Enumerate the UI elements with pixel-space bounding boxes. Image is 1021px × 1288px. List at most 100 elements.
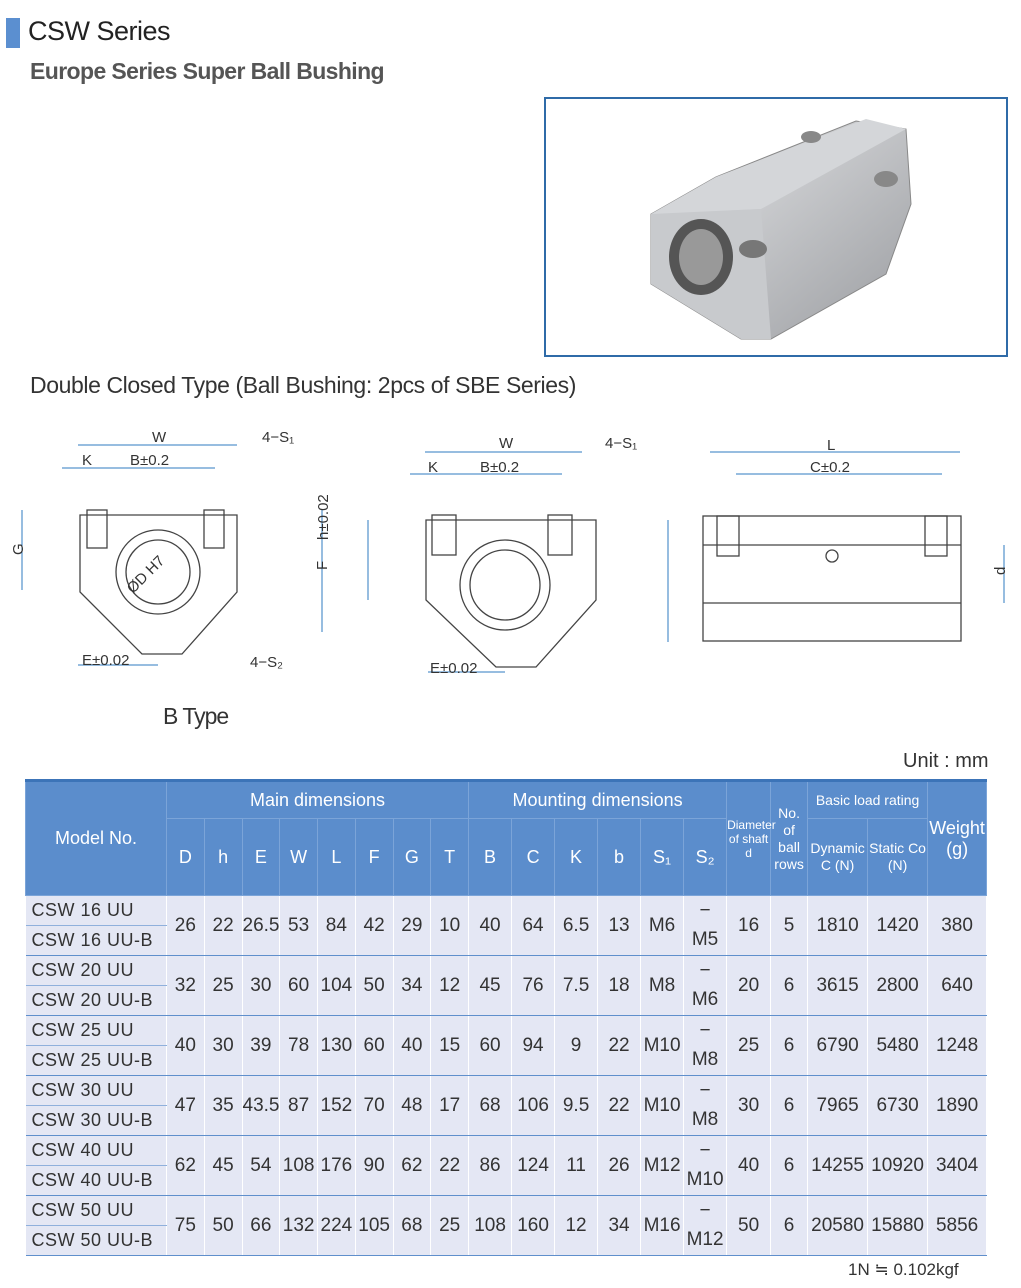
value-cell: 130 [317,1015,356,1076]
s2-cell: − [683,1135,728,1166]
shaft-diameter-cell: 50 [726,1195,772,1256]
model-cell: CSW 25 UU [25,1015,167,1046]
value-cell: 87 [279,1075,318,1136]
header-ball-rows: No. of ball rows [770,780,809,896]
value-cell: 43.5 [241,1075,281,1136]
value-cell: 94 [511,1015,556,1076]
ball-rows-cell: 6 [770,1195,809,1256]
shaft-diameter-cell: 30 [726,1075,772,1136]
value-cell: 132 [279,1195,318,1256]
header-col: L [317,818,356,896]
header-col: E [241,818,281,896]
value-cell: 62 [392,1135,432,1196]
model-cell: CSW 30 UU-B [25,1105,167,1136]
value-cell: 17 [430,1075,470,1136]
label-e-2: E±0.02 [430,660,477,677]
value-cell: 53 [279,895,318,956]
static-load-cell: 6730 [867,1075,929,1136]
value-cell: 70 [354,1075,394,1136]
label-b-tol-2: B±0.2 [480,459,519,476]
value-cell: 62 [166,1135,205,1196]
value-cell: 9.5 [554,1075,599,1136]
value-cell: M10 [640,1015,685,1076]
value-cell: M10 [640,1075,685,1136]
model-cell: CSW 50 UU-B [25,1225,167,1256]
value-cell: 30 [203,1015,243,1076]
value-cell: 26 [597,1135,642,1196]
value-cell: 25 [203,955,243,1016]
s2-cell: − [683,895,728,926]
static-load-cell: 10920 [867,1135,929,1196]
value-cell: 25 [430,1195,470,1256]
model-cell: CSW 30 UU [25,1075,167,1106]
type-heading: Double Closed Type (Ball Bushing: 2pcs o… [30,372,577,398]
s2-cell: M8 [683,1105,728,1136]
label-d: d [992,567,1009,575]
label-w: W [152,429,167,446]
dynamic-load-cell: 3615 [807,955,869,1016]
value-cell: 22 [597,1015,642,1076]
label-c: C±0.2 [810,459,850,476]
static-load-cell: 15880 [867,1195,929,1256]
s2-cell: − [683,955,728,986]
product-photo [544,97,1008,357]
value-cell: 50 [354,955,394,1016]
value-cell: 224 [317,1195,356,1256]
value-cell: 22 [203,895,243,956]
value-cell: 10 [430,895,470,956]
model-cell: CSW 16 UU-B [25,925,167,956]
table-row: CSW 40 UU-B M10 [25,1165,987,1196]
value-cell: 105 [354,1195,394,1256]
value-cell: 26.5 [241,895,281,956]
label-s2: 4−S₂ [250,654,283,671]
dynamic-load-cell: 1810 [807,895,869,956]
value-cell: 104 [317,955,356,1016]
value-cell: 29 [392,895,432,956]
model-cell: CSW 20 UU-B [25,985,167,1016]
value-cell: 152 [317,1075,356,1136]
label-w-2: W [499,435,514,452]
model-cell: CSW 25 UU-B [25,1045,167,1076]
label-g: G [10,543,27,555]
value-cell: 22 [430,1135,470,1196]
header-col: D [166,818,205,896]
header-load-rating: Basic load rating [807,780,929,819]
label-e: E±0.02 [82,652,129,669]
model-cell: CSW 16 UU [25,895,167,926]
value-cell: 34 [392,955,432,1016]
s2-cell: M10 [683,1165,728,1196]
value-cell: 66 [241,1195,281,1256]
label-s1: 4−S₁ [262,429,294,446]
value-cell: 108 [468,1195,513,1256]
value-cell: 160 [511,1195,556,1256]
spec-table: Model No. Main dimensions Mounting dimen… [25,779,988,1256]
s2-cell: − [683,1075,728,1106]
model-cell: CSW 40 UU-B [25,1165,167,1196]
s2-cell: M8 [683,1045,728,1076]
value-cell: 86 [468,1135,513,1196]
value-cell: 106 [511,1075,556,1136]
weight-cell: 3404 [927,1135,988,1196]
value-cell: 35 [203,1075,243,1136]
header-main-dimensions: Main dimensions [165,780,470,819]
value-cell: 45 [468,955,513,1016]
value-cell: 76 [511,955,556,1016]
value-cell: 9 [554,1015,599,1076]
value-cell: 90 [354,1135,394,1196]
header-col: T [430,818,470,896]
shaft-diameter-cell: 20 [726,955,772,1016]
s2-cell: M6 [683,985,728,1016]
static-load-cell: 1420 [867,895,929,956]
label-k-2: K [428,459,438,476]
header-model: Model No. [25,780,167,896]
value-cell: M8 [640,955,685,1016]
shaft-diameter-cell: 25 [726,1015,772,1076]
header-static: Static Co (N) [867,818,929,896]
dynamic-load-cell: 6790 [807,1015,869,1076]
value-cell: 15 [430,1015,470,1076]
